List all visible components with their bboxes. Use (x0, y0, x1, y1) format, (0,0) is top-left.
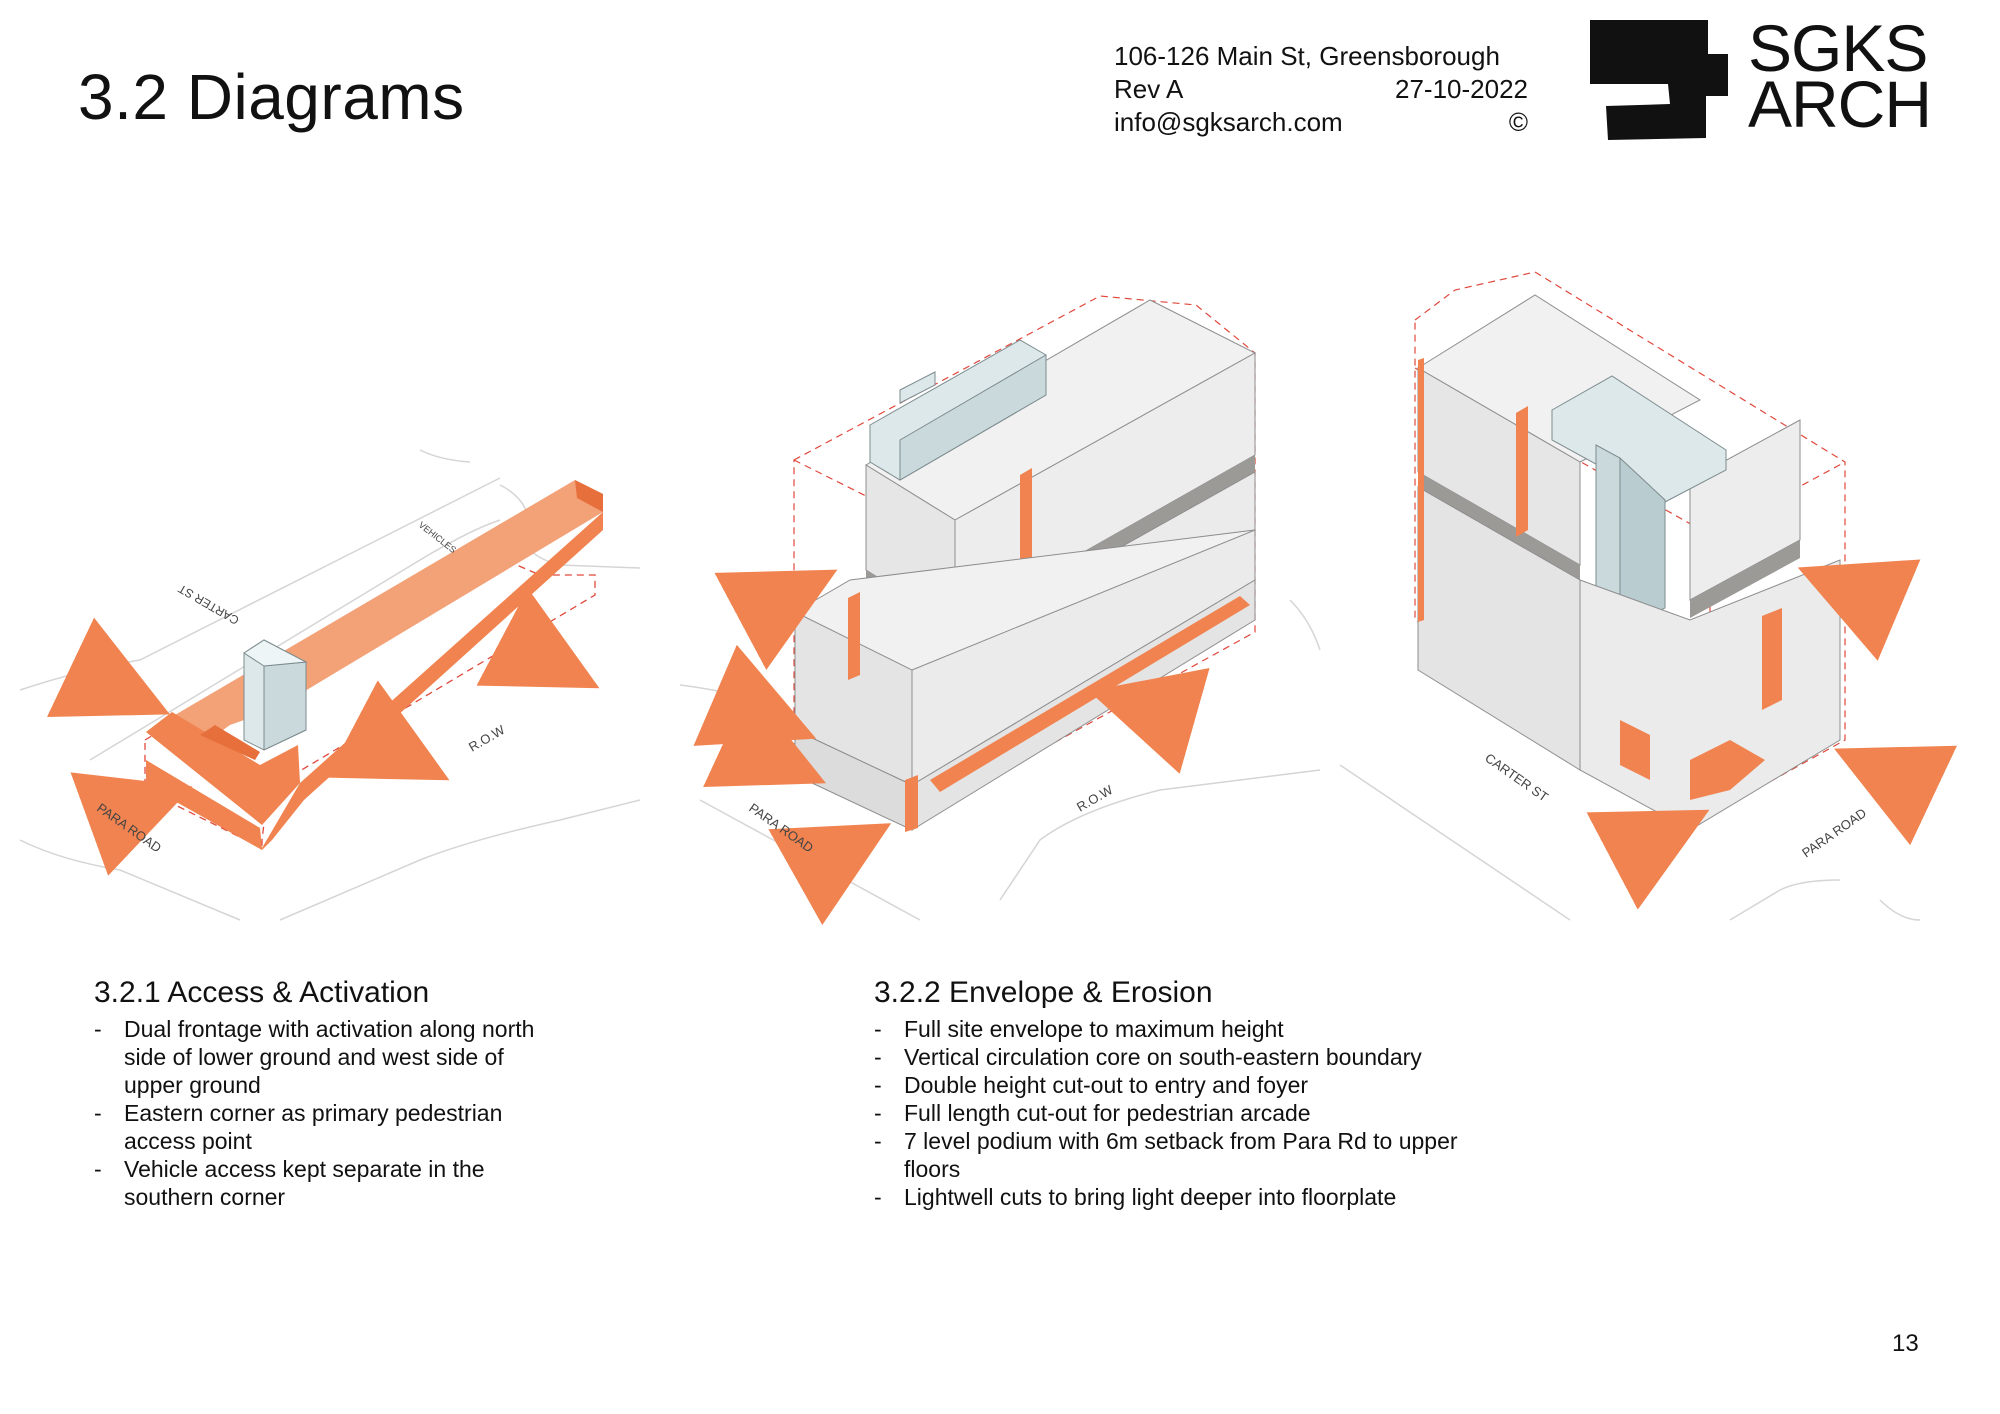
list-item: 7 level podium with 6m setback from Para… (874, 1127, 1494, 1183)
carter-st-label: CARTER ST (175, 581, 241, 627)
list-item: Double height cut-out to entry and foyer (874, 1071, 1494, 1099)
row-label: R.O.W (466, 722, 508, 755)
bullet-list: Full site envelope to maximum height Ver… (874, 1015, 1494, 1211)
carter-st-label: CARTER ST (1482, 750, 1551, 804)
page-title: 3.2 Diagrams (78, 61, 465, 133)
list-item: Full length cut-out for pedestrian arcad… (874, 1099, 1494, 1127)
section-heading: 3.2.2 Envelope & Erosion (874, 976, 1213, 1009)
section-envelope-erosion: 3.2.2 Envelope & Erosion Full site envel… (874, 975, 1494, 1211)
page-number: 13 (1892, 1330, 1919, 1357)
access-activation-diagram: CARTER ST VEHICLES R.O.W PARA ROAD (19, 449, 641, 921)
email: info@sgksarch.com (1114, 107, 1343, 137)
row-label: R.O.W (1074, 782, 1116, 815)
para-road-label: PARA ROAD (746, 800, 816, 855)
list-item: Eastern corner as primary pedestrian acc… (94, 1099, 564, 1155)
project-info: 106-126 Main St, Greensborough Rev A 27-… (1114, 40, 1528, 139)
address-row: 106-126 Main St, Greensborough (1114, 40, 1528, 73)
logo-wordmark: SGKS ARCH (1748, 11, 1932, 141)
massing-diagrams: CARTER ST VEHICLES R.O.W PARA ROAD (19, 271, 1958, 926)
logo-line-1: SGKS (1748, 11, 1928, 85)
envelope-diagram-north: PARA ROAD R.O.W (679, 295, 1321, 926)
access-arrows (46, 588, 600, 876)
revision-row: Rev A 27-10-2022 (1114, 73, 1528, 106)
activation-frontage (146, 480, 603, 850)
section-heading: 3.2.1 Access & Activation (94, 976, 430, 1009)
date: 27-10-2022 (1395, 74, 1528, 104)
list-item: Vertical circulation core on south-easte… (874, 1043, 1494, 1071)
bullet-list: Dual frontage with activation along nort… (94, 1015, 564, 1211)
project-address: 106-126 Main St, Greensborough (1114, 41, 1500, 71)
core-stair (869, 339, 1047, 481)
envelope-diagram-south: CARTER ST PARA ROAD (1339, 271, 1958, 921)
section-access-activation: 3.2.1 Access & Activation Dual frontage … (94, 975, 564, 1211)
list-item: Lightwell cuts to bring light deeper int… (874, 1183, 1494, 1211)
para-road-label: PARA ROAD (1799, 805, 1869, 860)
access-arrows (693, 569, 1210, 926)
logo-line-2: ARCH (1748, 67, 1932, 141)
para-road-label: PARA ROAD (94, 800, 164, 855)
copyright-symbol: © (1508, 107, 1528, 137)
podium-massing (1417, 358, 1841, 831)
email-row: info@sgksarch.com © (1114, 106, 1528, 139)
list-item: Vehicle access kept separate in the sout… (94, 1155, 564, 1211)
sgks-arch-logo: SGKS ARCH (1588, 11, 1948, 142)
logo-mark-icon (1590, 20, 1728, 140)
revision: Rev A (1114, 74, 1184, 104)
core-tower (243, 639, 308, 751)
list-item: Dual frontage with activation along nort… (94, 1015, 564, 1099)
access-arrows (1586, 559, 1958, 910)
list-item: Full site envelope to maximum height (874, 1015, 1494, 1043)
